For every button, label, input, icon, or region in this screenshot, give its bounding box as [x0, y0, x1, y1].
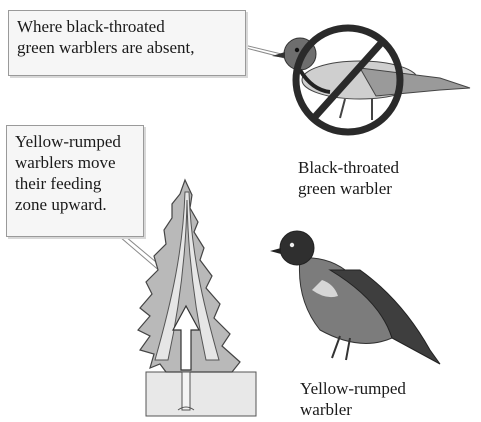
- caption-black-throated-line-2: green warbler: [298, 178, 399, 199]
- bird-wing-absent: [360, 68, 470, 96]
- callout-rumped-line-4: zone upward.: [15, 194, 135, 215]
- caption-yellow-rumped-line-2: warbler: [300, 399, 406, 420]
- callout-rumped: Yellow-rumped warblers move their feedin…: [6, 125, 144, 237]
- callout-absent: Where black-throated green warblers are …: [8, 10, 246, 76]
- bird-head-present: [280, 231, 314, 265]
- conifer-tree-icon: [138, 180, 256, 416]
- tree-trunk: [182, 372, 190, 410]
- caption-yellow-rumped: Yellow-rumped warbler: [300, 378, 406, 420]
- ground-block: [146, 372, 256, 416]
- callout-rumped-line-3: their feeding: [15, 173, 135, 194]
- bird-legs-absent: [340, 99, 372, 120]
- bird-eye-absent: [295, 48, 299, 52]
- bird-eye-present: [290, 243, 294, 247]
- caption-yellow-rumped-line-1: Yellow-rumped: [300, 378, 406, 399]
- bird-beak-present: [270, 248, 281, 254]
- caption-black-throated: Black-throated green warbler: [298, 157, 399, 199]
- callout-rumped-line-1: Yellow-rumped: [15, 131, 135, 152]
- callout-absent-line-1: Where black-throated: [17, 16, 237, 37]
- callout-rumped-line-2: warblers move: [15, 152, 135, 173]
- caption-black-throated-line-1: Black-throated: [298, 157, 399, 178]
- leader-lines: [120, 44, 300, 290]
- callout-absent-line-2: green warblers are absent,: [17, 37, 237, 58]
- yellow-rumped-warbler-icon: [270, 231, 440, 364]
